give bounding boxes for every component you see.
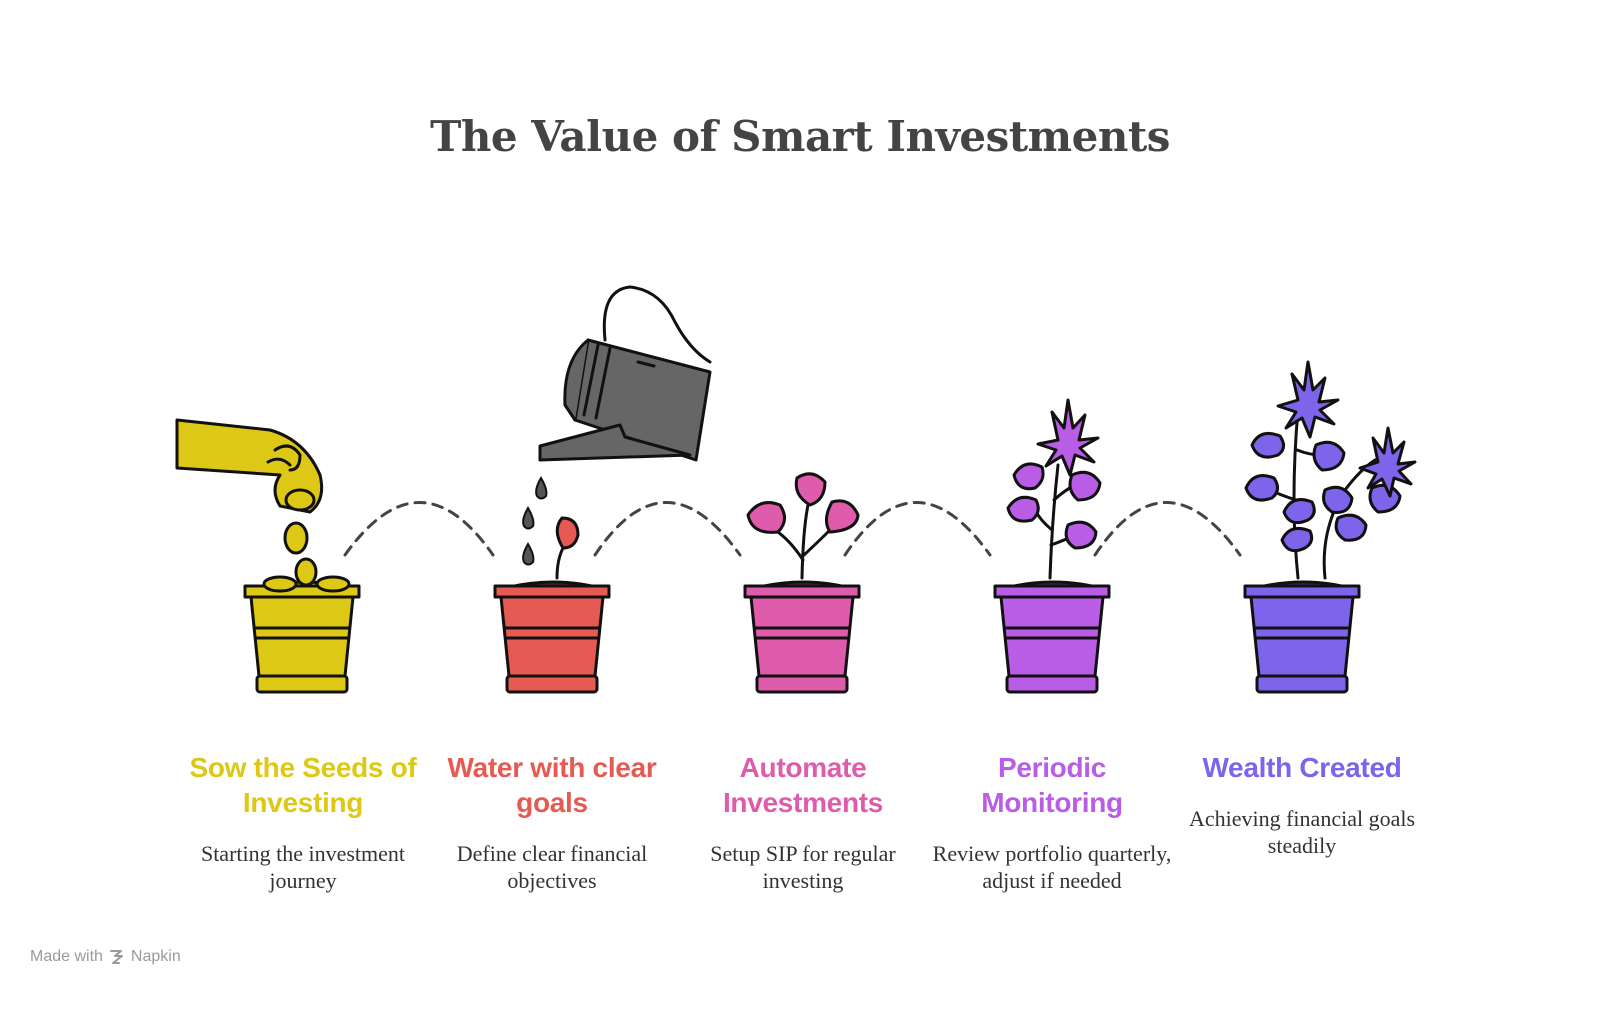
water-drops: [522, 476, 548, 566]
step-4-description: Review portfolio quarterly, adjust if ne…: [932, 841, 1172, 893]
step-5-title: Wealth Created: [1202, 752, 1402, 783]
step-5: Wealth Created Achieving financial goals…: [1182, 750, 1422, 859]
watering-can-icon: [538, 285, 712, 462]
step-1-title: Sow the Seeds of Investing: [189, 752, 417, 818]
pot-1: [243, 580, 361, 694]
step-3-title: Automate Investments: [722, 752, 884, 818]
page-title: The Value of Smart Investments: [430, 112, 1170, 161]
seedling-icon: [555, 516, 580, 580]
step-3: Automate Investments Setup SIP for regul…: [683, 750, 923, 894]
napkin-brand-label: Napkin: [130, 948, 181, 965]
step-5-description: Achieving financial goals steadily: [1188, 806, 1416, 858]
connector-arc-2: [593, 501, 742, 557]
full-bloom-plant-icon: [1244, 360, 1417, 580]
made-with-label: Made with: [30, 948, 103, 965]
hand-sowing-seeds-icon: [175, 418, 351, 593]
connector-arc-4: [1093, 501, 1242, 557]
pot-5: [1243, 580, 1361, 694]
napkin-logo-icon: [109, 950, 123, 964]
step-4: Periodic Monitoring Review portfolio qua…: [932, 750, 1172, 894]
sprout-icon: [746, 472, 860, 580]
footer-credit[interactable]: Made with Napkin: [30, 948, 181, 966]
step-1-description: Starting the investment journey: [200, 841, 406, 893]
connector-arc-1: [343, 501, 495, 557]
pot-3: [743, 580, 861, 694]
step-2-title: Water with clear goals: [447, 752, 657, 818]
step-4-title: Periodic Monitoring: [981, 752, 1123, 818]
step-3-description: Setup SIP for regular investing: [710, 841, 896, 893]
step-2: Water with clear goals Define clear fina…: [432, 750, 672, 894]
step-1: Sow the Seeds of Investing Starting the …: [183, 750, 423, 894]
flowering-plant-icon: [1006, 398, 1102, 580]
step-2-description: Define clear financial objectives: [456, 841, 648, 893]
pot-4: [993, 580, 1111, 694]
pot-2: [493, 580, 611, 694]
connector-arc-3: [843, 501, 992, 557]
